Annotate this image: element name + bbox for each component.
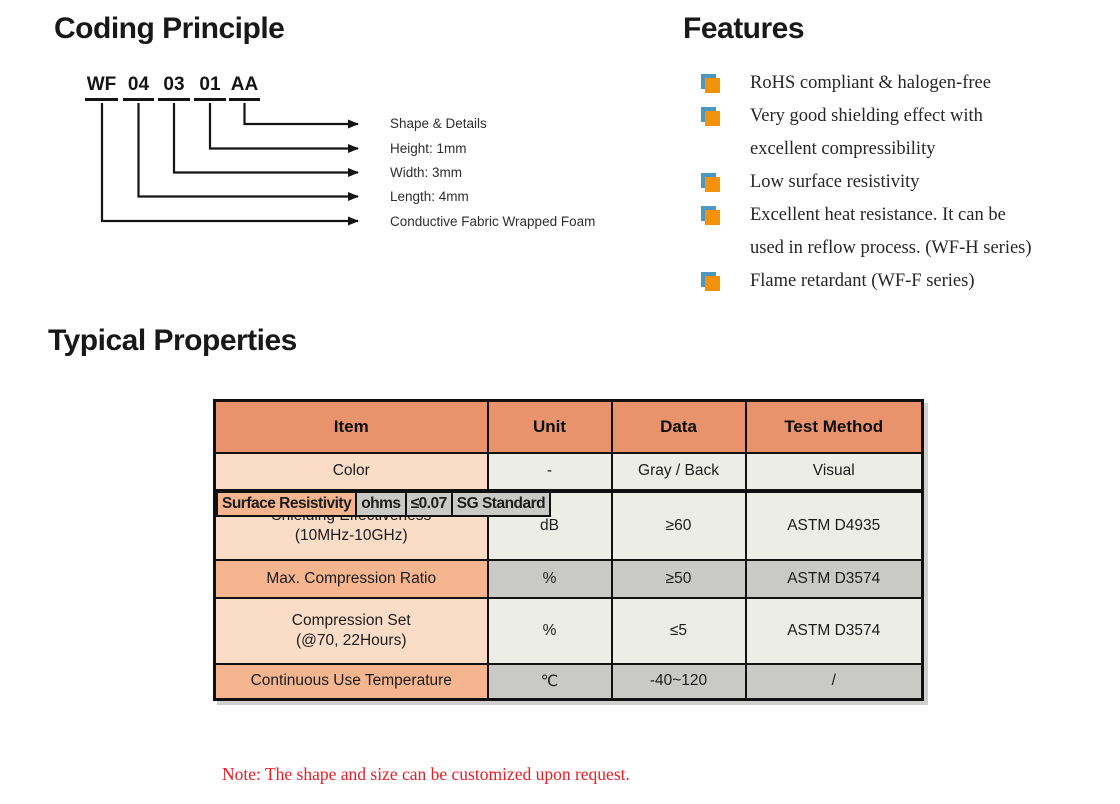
code-part-length: 04	[123, 74, 154, 101]
square-bullet-icon	[701, 206, 720, 225]
cell-unit: %	[486, 596, 613, 665]
square-bullet-icon	[701, 107, 720, 126]
table-header-row: Item Unit Data Test Method	[213, 399, 924, 454]
features-list: RoHS compliant & halogen-free Very good …	[701, 67, 1101, 298]
feature-item: Very good shielding effect with excellen…	[701, 100, 1101, 166]
cell-data: ≤5	[610, 596, 747, 665]
cell-item: Continuous Use Temperature	[213, 662, 489, 701]
cell-test-method: ASTM D3574	[744, 596, 924, 665]
feature-text: Excellent heat resistance. It can be use…	[750, 205, 1032, 258]
cell-item: Surface Resistivity	[215, 490, 358, 517]
cell-data: -40~120	[610, 662, 747, 701]
column-header-item: Item	[213, 399, 489, 454]
column-header-unit: Unit	[486, 399, 613, 454]
cell-unit: %	[486, 558, 613, 599]
coding-principle-title: Coding Principle	[54, 12, 285, 45]
table-row: Color - Gray / Back Visual	[213, 451, 924, 491]
code-label-width: Width: 3mm	[390, 165, 463, 180]
code-part-shape: AA	[229, 74, 260, 101]
features-title: Features	[683, 12, 805, 45]
cell-data: ≥60	[610, 490, 747, 561]
square-bullet-icon	[701, 74, 720, 93]
cell-data: ≤0.07	[404, 490, 453, 517]
code-label-material: Conductive Fabric Wrapped Foam	[390, 214, 596, 229]
cell-unit: ohms	[355, 490, 407, 517]
column-header-data: Data	[610, 399, 747, 454]
cell-item: Max. Compression Ratio	[213, 558, 489, 599]
table-row: Compression Set (@70, 22Hours) % ≤5 ASTM…	[213, 596, 924, 665]
coding-arrow-diagram	[100, 103, 359, 226]
cell-item: Color	[213, 451, 489, 491]
cell-data: ≥50	[610, 558, 747, 599]
table-row: Surface Resistivity ohms ≤0.07 SG Standa…	[215, 490, 552, 529]
feature-item: Excellent heat resistance. It can be use…	[701, 199, 1101, 265]
cell-test-method: ASTM D4935	[744, 490, 924, 561]
cell-test-method: SG Standard	[450, 490, 552, 517]
feature-item: Flame retardant (WF-F series)	[701, 265, 1101, 298]
feature-item: Low surface resistivity	[701, 166, 1101, 199]
cell-data: Gray / Back	[610, 451, 747, 491]
column-header-test-method: Test Method	[744, 399, 924, 454]
feature-text: Very good shielding effect with excellen…	[750, 106, 983, 159]
table-row: Continuous Use Temperature ℃ -40~120 /	[213, 662, 924, 701]
feature-text: Flame retardant (WF-F series)	[750, 271, 975, 291]
code-label-length: Length: 4mm	[390, 189, 469, 204]
cell-test-method: Visual	[744, 451, 924, 491]
code-part-height: 01	[194, 74, 226, 101]
feature-item: RoHS compliant & halogen-free	[701, 67, 1101, 100]
code-part-width: 03	[158, 74, 190, 101]
feature-text: RoHS compliant & halogen-free	[750, 73, 991, 93]
cell-test-method: ASTM D3574	[744, 558, 924, 599]
code-label-height: Height: 1mm	[390, 141, 467, 156]
code-part-series: WF	[85, 74, 118, 101]
typical-properties-title: Typical Properties	[48, 324, 297, 357]
cell-test-method: /	[744, 662, 924, 701]
code-label-shape: Shape & Details	[390, 116, 487, 131]
cell-item: Compression Set (@70, 22Hours)	[213, 596, 489, 665]
typical-properties-table: Item Unit Data Test Method Color - Gray …	[213, 399, 924, 701]
table-row: Max. Compression Ratio % ≥50 ASTM D3574	[213, 558, 924, 599]
square-bullet-icon	[701, 173, 720, 192]
customization-note: Note: The shape and size can be customiz…	[222, 764, 630, 784]
square-bullet-icon	[701, 272, 720, 291]
cell-unit: -	[486, 451, 613, 491]
feature-text: Low surface resistivity	[750, 172, 920, 192]
cell-unit: ℃	[486, 662, 613, 701]
